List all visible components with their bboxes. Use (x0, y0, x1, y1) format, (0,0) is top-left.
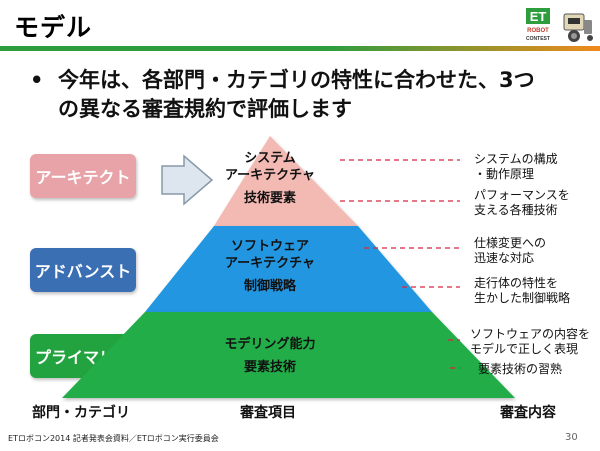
title-underline-bar (0, 46, 600, 51)
pyramid-top-line-1: システム (244, 151, 296, 166)
main-bullet: • 今年は、各部門・カテゴリの特性に合わせた、3つ の異なる審査規約で評価します (30, 66, 590, 124)
desc-element-tech: 要素技術の習熟 (478, 362, 563, 376)
pyramid-bottom-label: モデリング能力 要素技術 (200, 336, 340, 376)
pyramid-middle-line-2: アーキテクチャ (224, 256, 316, 271)
pyramid-middle-line-1: ソフトウェア (230, 239, 309, 254)
robot-icon (563, 13, 593, 42)
bullet-dot: • (30, 68, 44, 92)
bullet-line-1: 今年は、各部門・カテゴリの特性に合わせた、3つ (58, 68, 535, 92)
category-architect: アーキテクト (30, 154, 136, 198)
pyramid-bottom-line-1: モデリング能力 (224, 337, 316, 352)
right-arrow-icon (161, 154, 214, 206)
pyramid-bottom-line-2: 要素技術 (243, 360, 296, 375)
et-robocon-logo: ET ROBOT CONTEST (524, 6, 596, 44)
logo-et-text: ET (530, 9, 547, 24)
desc-system-structure: システムの構成 ・動作原理 (474, 152, 558, 181)
page-number: 30 (565, 432, 578, 443)
page-title: モデル (14, 13, 93, 42)
footer-note: ETロボコン2014 記者発表会資料／ETロボコン実行委員会 (8, 434, 219, 443)
desc-performance: パフォーマンスを 支える各種技術 (474, 188, 570, 217)
pyramid-middle-label: ソフトウェア アーキテクチャ 制御戦略 (200, 238, 340, 295)
pyramid-top-line-2: アーキテクチャ (224, 168, 316, 183)
pyramid-tier-top (214, 136, 358, 226)
desc-spec-change: 仕様変更への 迅速な対応 (474, 236, 547, 265)
pyramid-tier-middle (145, 226, 432, 312)
logo-contest-text: CONTEST (526, 36, 550, 42)
dashed-connectors (340, 159, 460, 369)
bullet-line-2: の異なる審査規約で評価します (58, 97, 352, 121)
logo-robot-text: ROBOT (527, 28, 549, 34)
category-advanced: アドバンスト (30, 248, 136, 292)
desc-control-strategy: 走行体の特性を 生かした制御戦略 (474, 276, 571, 305)
footer-col-category: 部門・カテゴリ (32, 405, 130, 421)
desc-modeling: ソフトウェアの内容を モデルで正しく表現 (470, 327, 591, 356)
pyramid-middle-line-3: 制御戦略 (243, 279, 296, 294)
pyramid-tier-bottom (62, 312, 515, 398)
footer-col-items: 審査項目 (240, 405, 296, 421)
pyramid-top-label: システム アーキテクチャ 技術要素 (210, 150, 330, 207)
logo-et-box (526, 8, 550, 24)
footer-col-content: 審査内容 (500, 405, 556, 421)
pyramid-top-line-3: 技術要素 (243, 191, 296, 206)
